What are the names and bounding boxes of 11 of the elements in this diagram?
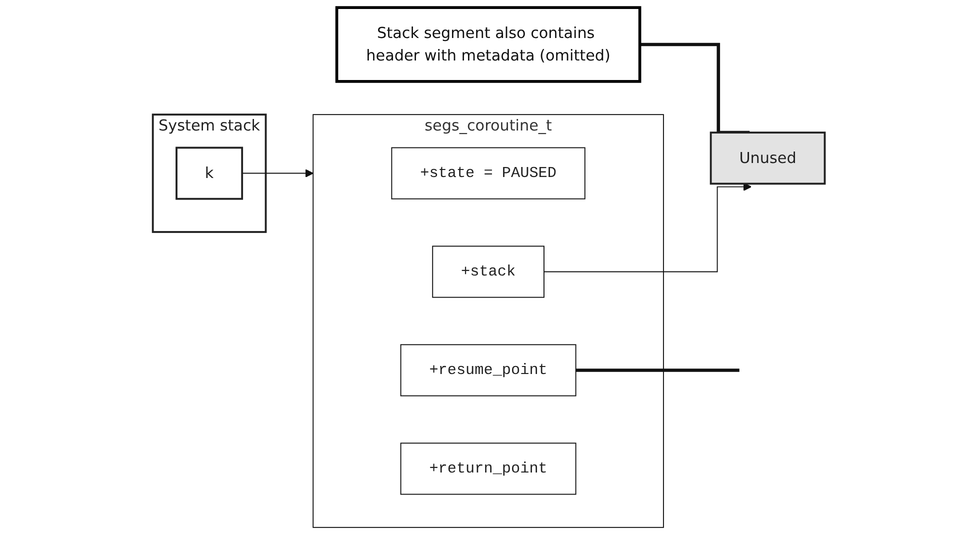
node-box: Stack segment also contains header with metadata (omitted) — [335, 6, 641, 83]
node-box: +state = PAUSED — [390, 147, 586, 200]
node-box: +resume_point — [400, 344, 576, 396]
connector — [576, 368, 740, 372]
connector — [640, 42, 750, 134]
node-box: +return_point — [400, 442, 576, 495]
arrow — [543, 182, 752, 272]
node-box: +stack — [432, 246, 544, 298]
arrow — [241, 169, 314, 178]
node-box: k — [175, 146, 243, 200]
node-box: Unused — [710, 132, 826, 185]
